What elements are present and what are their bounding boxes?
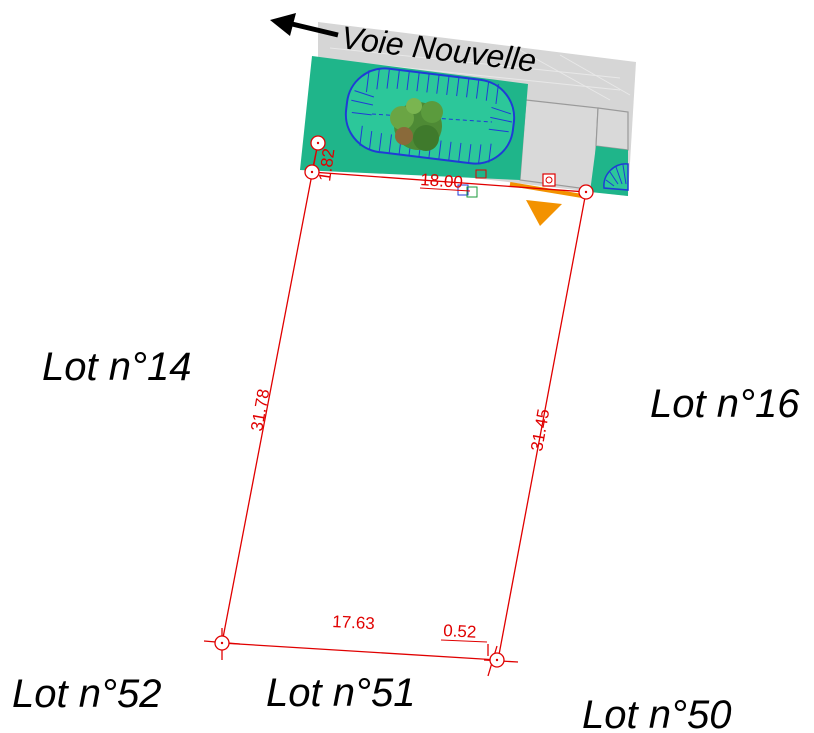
- access-bar: [509, 182, 583, 198]
- marker-front-left: [304, 164, 320, 180]
- green-space: [300, 56, 629, 196]
- dim-front: 18.00: [420, 170, 464, 192]
- planting-bed-small: [603, 163, 629, 191]
- dim-left-side: 31.78: [247, 387, 273, 432]
- lot-label-bottom-center: Lot n°51: [266, 671, 415, 715]
- boundary-markers: [214, 135, 594, 668]
- dim-corner: 1.82: [315, 147, 338, 182]
- marker-rear-left: [214, 635, 230, 651]
- marker-front-left-top: [310, 135, 326, 151]
- service-boxes: [457, 169, 556, 198]
- meter-box-dot: [545, 176, 553, 184]
- marker-rear-right: [489, 652, 505, 668]
- dim-right-side: 31.45: [527, 407, 553, 452]
- dim-rear-offset: 0.52: [443, 621, 477, 642]
- utility-box-green: [466, 186, 478, 198]
- arrow-left-icon: [270, 13, 339, 38]
- utility-box-red: [475, 169, 487, 179]
- access-marker: [509, 182, 583, 226]
- marker-front-right: [578, 184, 594, 200]
- meter-box: [542, 173, 556, 187]
- lot-label-left: Lot n°14: [42, 345, 191, 389]
- dimension-labels: 18.00 1.82 31.78 31.45 17.63 0.52: [247, 147, 553, 643]
- lot-label-bottom-right: Lot n°50: [582, 693, 731, 733]
- lot-label-right: Lot n°16: [650, 382, 800, 426]
- tree-icon: [390, 98, 443, 151]
- parking-bays: [519, 99, 629, 191]
- lot-label-bottom-left: Lot n°52: [12, 672, 161, 716]
- boundary-polygon: [221, 142, 587, 661]
- lot-labels: Lot n°14 Lot n°16 Lot n°52 Lot n°51 Lot …: [12, 345, 800, 733]
- access-triangle-icon: [526, 200, 562, 226]
- dim-rear: 17.63: [332, 612, 375, 633]
